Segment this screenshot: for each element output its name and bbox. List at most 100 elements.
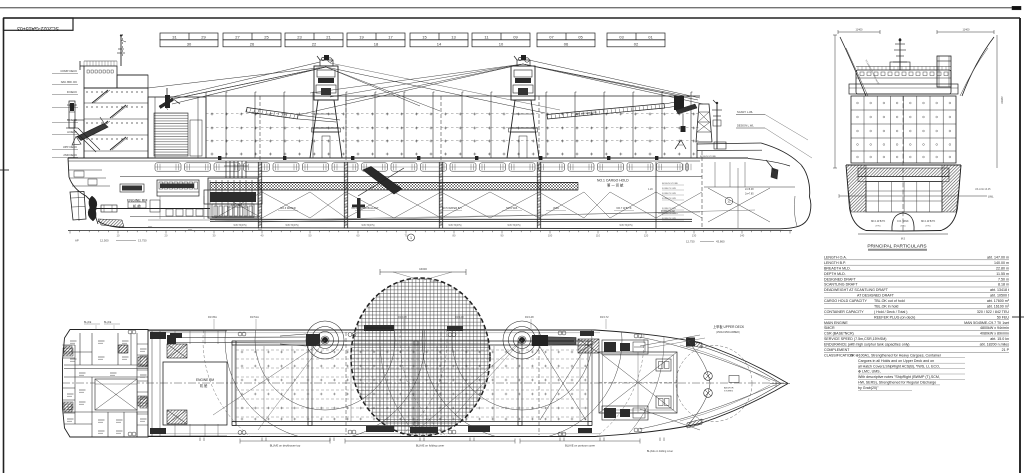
svg-text:05: 05 xyxy=(578,34,583,39)
svg-text:03: 03 xyxy=(619,34,624,39)
svg-text:12,750: 12,750 xyxy=(686,240,695,244)
svg-text:NO.1 CARGO HOLD: NO.1 CARGO HOLD xyxy=(597,179,629,183)
svg-text:60: 60 xyxy=(357,234,360,238)
svg-text:With descriptive notes "ShipRi: With descriptive notes "ShipRight (BWMP … xyxy=(858,375,940,379)
svg-text:22: 22 xyxy=(312,42,317,47)
svg-text:30: 30 xyxy=(187,42,192,47)
svg-text:第 一 货 舱: 第 一 货 舱 xyxy=(607,183,624,188)
svg-text:20: 20 xyxy=(165,234,168,238)
svg-text:2ND DECK: 2ND DECK xyxy=(63,153,77,157)
svg-text:TBL.OK in hold: TBL.OK in hold xyxy=(874,305,898,309)
svg-text:(P/S): (P/S) xyxy=(876,226,881,228)
svg-text:15: 15 xyxy=(422,34,427,39)
svg-text:FORE PK WB: FORE PK WB xyxy=(662,213,676,215)
svg-text:abt. 15.0 kn: abt. 15.0 kn xyxy=(990,337,1009,341)
svg-text:29: 29 xyxy=(201,34,206,39)
svg-text:02: 02 xyxy=(634,42,639,47)
svg-text:FR.172: FR.172 xyxy=(600,315,609,319)
svg-text:xxxx: xxxx xyxy=(148,226,153,228)
svg-text:8.18 m: 8.18 m xyxy=(998,283,1009,287)
svg-text:320 / 522 / 842 TEU: 320 / 522 / 842 TEU xyxy=(977,310,1010,314)
svg-text:机 舱: 机 舱 xyxy=(133,204,141,209)
svg-text:14: 14 xyxy=(437,42,442,47)
svg-text:abt. 10500 t: abt. 10500 t xyxy=(990,294,1009,298)
svg-text:4080kW x 89r/min: 4080kW x 89r/min xyxy=(980,332,1009,336)
svg-text:27: 27 xyxy=(235,34,240,39)
svg-text:(P/S): (P/S) xyxy=(901,226,906,228)
svg-text:21 P: 21 P xyxy=(1002,348,1010,352)
svg-text:COMP. DECK: COMP. DECK xyxy=(60,69,77,73)
svg-text:DEPTH MLD.: DEPTH MLD. xyxy=(824,272,846,276)
svg-text:NAV. BRI. DK: NAV. BRI. DK xyxy=(61,80,77,84)
svg-text:NO.4 WATER BALLAST: NO.4 WATER BALLAST xyxy=(352,207,379,210)
svg-text:43,860: 43,860 xyxy=(716,240,725,244)
svg-text:W.B.TK(P/S): W.B.TK(P/S) xyxy=(619,225,632,227)
svg-text:LR ✠100A1, Strengthened for He: LR ✠100A1, Strengthened for Heavy Cargoe… xyxy=(850,353,942,357)
svg-text:FORE PK WB: FORE PK WB xyxy=(662,208,676,210)
svg-text:NO.5 WATER B.T.: NO.5 WATER B.T. xyxy=(442,207,463,210)
svg-text:PRINCIPAL PARTICULARS: PRINCIPAL PARTICULARS xyxy=(867,244,926,250)
svg-text:17: 17 xyxy=(388,34,393,39)
svg-text:1C: 1C xyxy=(727,200,730,204)
svg-text:7.50 m: 7.50 m xyxy=(998,277,1009,281)
svg-text:110: 110 xyxy=(596,234,601,238)
svg-text:BL(A/E: BL(A/E xyxy=(104,321,112,324)
svg-text:1.20: 1.20 xyxy=(648,188,653,191)
svg-text:13: 13 xyxy=(451,34,456,39)
svg-text:TBL.OK out of hold: TBL.OK out of hold xyxy=(874,299,905,303)
svg-text:13,750: 13,750 xyxy=(138,239,147,243)
svg-text:90: 90 xyxy=(501,234,504,238)
svg-text:B DECK: B DECK xyxy=(67,118,77,122)
svg-text:70: 70 xyxy=(405,234,408,238)
svg-text:01: 01 xyxy=(648,34,653,39)
svg-text:DESIGNED DRAFT: DESIGNED DRAFT xyxy=(824,277,857,281)
svg-text:abt. 18200 n.miles: abt. 18200 n.miles xyxy=(980,343,1010,347)
svg-text:SMCR: SMCR xyxy=(824,326,835,330)
svg-text:UPP. DECK: UPP. DECK xyxy=(63,145,77,149)
svg-text:11.55 m: 11.55 m xyxy=(996,272,1009,276)
svg-text:✠ LMC, UMS,: ✠ LMC, UMS, xyxy=(858,370,881,374)
svg-text:xxxx: xxxx xyxy=(258,229,263,231)
svg-text:SERVICE SPEED (7.5m,CSR,15%SM): SERVICE SPEED (7.5m,CSR,15%SM) xyxy=(824,337,886,341)
svg-text:W.B.TK(P/S): W.B.TK(P/S) xyxy=(448,225,461,227)
svg-text:abt. 147.00 m: abt. 147.00 m xyxy=(987,256,1009,260)
svg-text:all Hatch Covers,ShipRight ACS: all Hatch Covers,ShipRight ACS(B), *IWS,… xyxy=(858,364,940,368)
svg-text:12,500: 12,500 xyxy=(100,239,109,243)
svg-text:21: 21 xyxy=(326,34,331,39)
svg-text:FORE PEAK: FORE PEAK xyxy=(661,210,676,213)
svg-text:31: 31 xyxy=(172,34,177,39)
svg-text:(1500x1950CAMBER): (1500x1950CAMBER) xyxy=(716,331,740,334)
svg-text:FORE PK WB: FORE PK WB xyxy=(662,188,676,190)
svg-text:11: 11 xyxy=(484,34,489,39)
svg-text:NO.6 W.B.: NO.6 W.B. xyxy=(506,207,518,210)
svg-text:LENGTH B.P.: LENGTH B.P. xyxy=(824,261,846,265)
svg-text:A DECK: A DECK xyxy=(67,130,77,134)
svg-text:FR.108: FR.108 xyxy=(398,315,407,319)
svg-text:LENGTH O.A.: LENGTH O.A. xyxy=(824,256,847,260)
svg-text:30: 30 xyxy=(213,234,216,238)
svg-text:DEADWEIGHT AT SCANTLING DRAFT: DEADWEIGHT AT SCANTLING DRAFT xyxy=(824,288,889,292)
svg-text:80: 80 xyxy=(453,234,456,238)
svg-text:W.B.TK(P/S): W.B.TK(P/S) xyxy=(361,225,374,227)
svg-text:by Grab(20)": by Grab(20)" xyxy=(858,386,879,390)
svg-text:MAIN ENGINE: MAIN ENGINE xyxy=(824,321,848,325)
svg-text:19: 19 xyxy=(359,34,364,39)
svg-text:BL(A/E: BL(A/E xyxy=(84,321,92,324)
svg-text:机 舱: 机 舱 xyxy=(200,383,208,388)
svg-text:FORE PK WB: FORE PK WB xyxy=(662,198,676,200)
svg-text:ANCHOR: ANCHOR xyxy=(724,387,734,390)
svg-text:REEFER PLUG (on deck): REEFER PLUG (on deck) xyxy=(874,315,915,319)
svg-text:06: 06 xyxy=(564,42,569,47)
svg-text:VOID: VOID xyxy=(553,207,559,210)
svg-text:NO.7 W.B.TK: NO.7 W.B.TK xyxy=(616,207,631,210)
svg-text:xxxx: xxxx xyxy=(188,229,193,231)
svg-text:FR.148: FR.148 xyxy=(525,315,534,319)
svg-text:2x=7.85: 2x=7.85 xyxy=(745,193,754,196)
svg-text:HW, SERS), Strengthened for Re: HW, SERS), Strengthened for Regular Disc… xyxy=(858,381,936,385)
svg-text:上甲板 UPPER DECK: 上甲板 UPPER DECK xyxy=(713,324,745,329)
svg-text:50 FEU: 50 FEU xyxy=(997,315,1010,319)
svg-text:BL(A/E on folding cover: BL(A/E on folding cover xyxy=(647,450,673,453)
svg-text:120: 120 xyxy=(644,234,649,238)
svg-text:BL(A/E on deckhouse top: BL(A/E on deckhouse top xyxy=(270,444,301,448)
svg-text:100: 100 xyxy=(548,234,553,238)
